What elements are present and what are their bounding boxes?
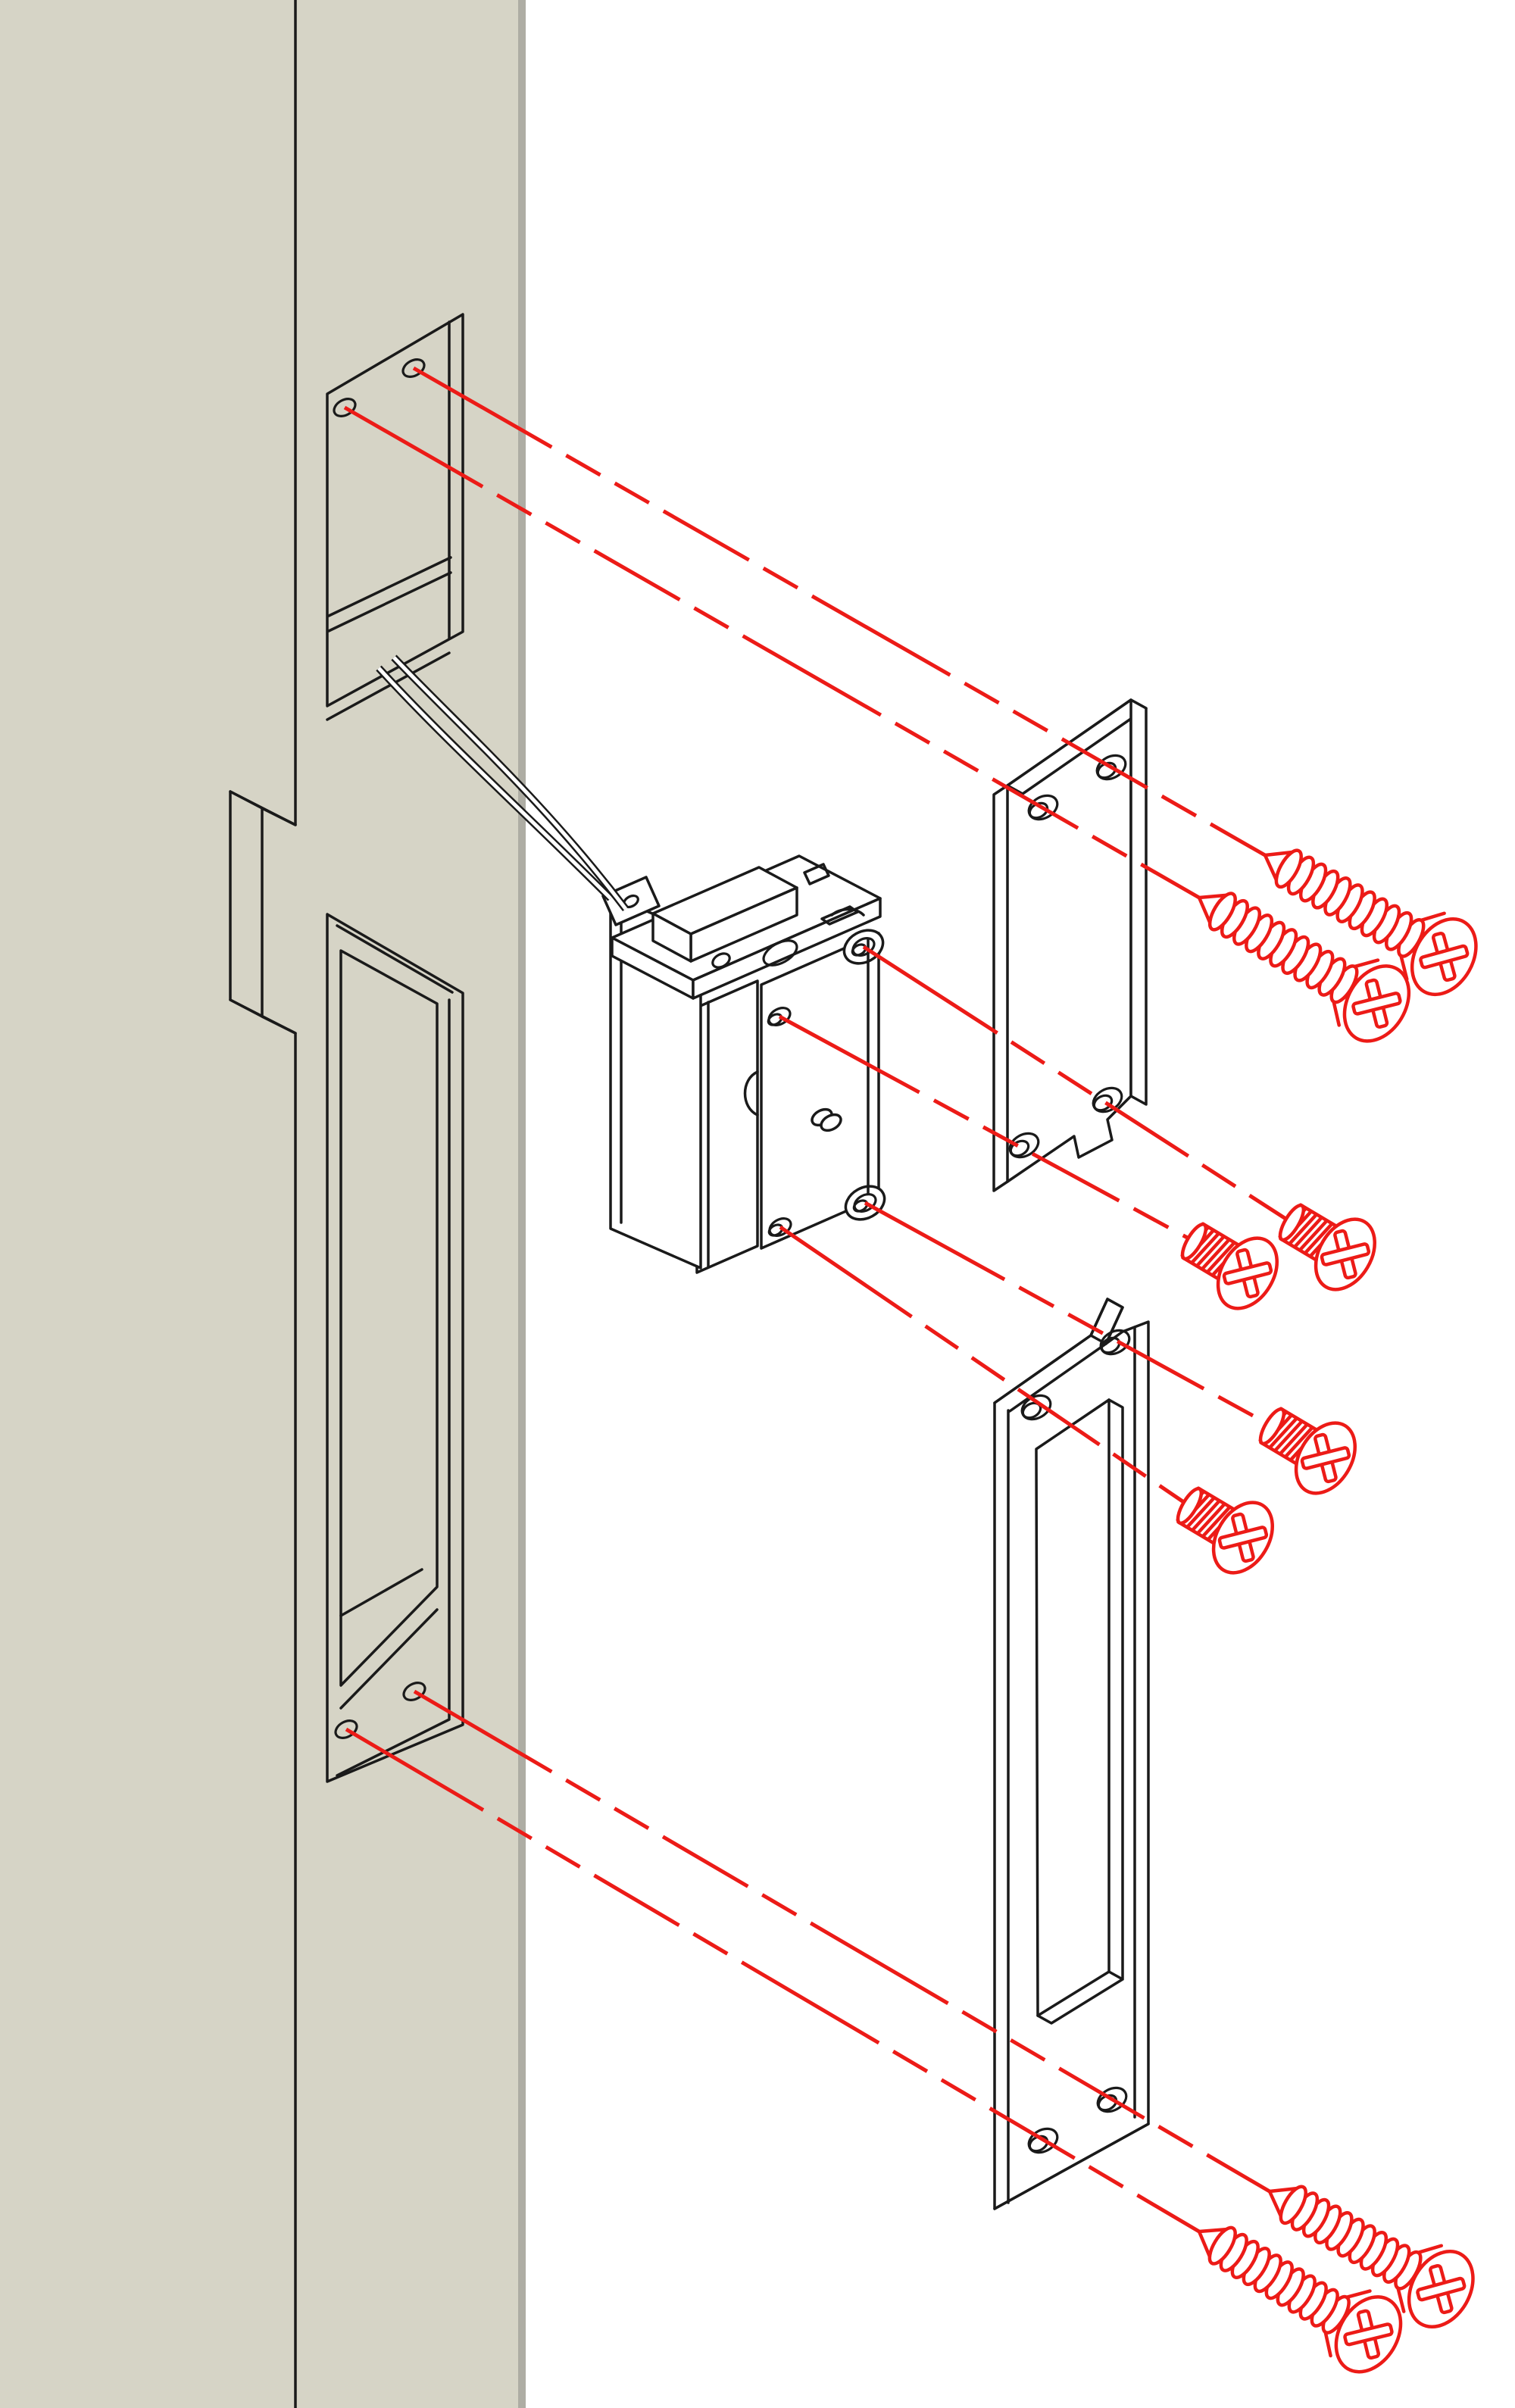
frame-upper-recess-hole	[401, 358, 426, 378]
wood-screw	[1197, 2225, 1403, 2374]
alignment-axis	[412, 366, 1267, 857]
short-faceplate-hole	[1008, 1132, 1040, 1159]
mortise-pocket	[339, 949, 439, 1710]
screws-layer	[1176, 848, 1478, 2374]
wood-screw	[1263, 848, 1478, 997]
alignment-axis	[778, 1014, 1193, 1242]
machine-screw	[1180, 1222, 1279, 1310]
wood-screw	[1267, 2185, 1475, 2329]
alignment-axis	[864, 1201, 1271, 1427]
alignment-axis	[779, 1225, 1189, 1507]
lower-mortise-recess	[326, 913, 464, 1783]
machine-screw	[1176, 1486, 1274, 1575]
strike-top-hole	[762, 939, 798, 967]
frame-lower-recess-hole	[334, 1719, 358, 1739]
frame-edge-shadow	[518, 0, 526, 2408]
long-faceplate-face	[993, 1298, 1150, 2210]
alignment-axis	[345, 1727, 1201, 2234]
long-faceplate-edges	[993, 1326, 1150, 2210]
upper-mortise-recess	[326, 313, 464, 721]
alignment-axis	[862, 945, 1291, 1223]
frame-step-inner-edges	[229, 790, 297, 1035]
wood-screw	[1197, 892, 1411, 1043]
alignment-lines-layer	[343, 366, 1291, 2234]
door-frame-jamb	[0, 0, 526, 2408]
frame-lower-recess-hole	[402, 1682, 426, 1701]
electric-strike	[601, 854, 886, 1274]
faceplate-latch-cutout	[1035, 1398, 1124, 2025]
wire-lead-core	[377, 667, 612, 900]
solenoid-housing	[651, 866, 798, 963]
frame-upper-recess-hole	[333, 398, 357, 417]
frame-face	[0, 0, 518, 2408]
machine-screw	[1258, 1407, 1357, 1495]
long-faceplate	[993, 1298, 1150, 2210]
long-faceplate-hole	[1027, 2127, 1059, 2154]
machine-screw	[1278, 1203, 1376, 1291]
strike-top-hole	[711, 952, 731, 969]
strike-mounting-flange	[760, 929, 886, 1250]
long-faceplate-hole	[1096, 2086, 1128, 2113]
strike-wire-tab	[601, 876, 661, 926]
frame-corner-edge	[229, 0, 297, 2408]
short-faceplate-back-edge	[992, 784, 1009, 1192]
alignment-axis	[413, 1689, 1271, 2194]
alignment-axis	[343, 405, 1201, 900]
wire-lead-core	[392, 656, 627, 910]
wire-leads	[376, 654, 629, 912]
short-faceplate-right-edge	[1129, 698, 1148, 1106]
